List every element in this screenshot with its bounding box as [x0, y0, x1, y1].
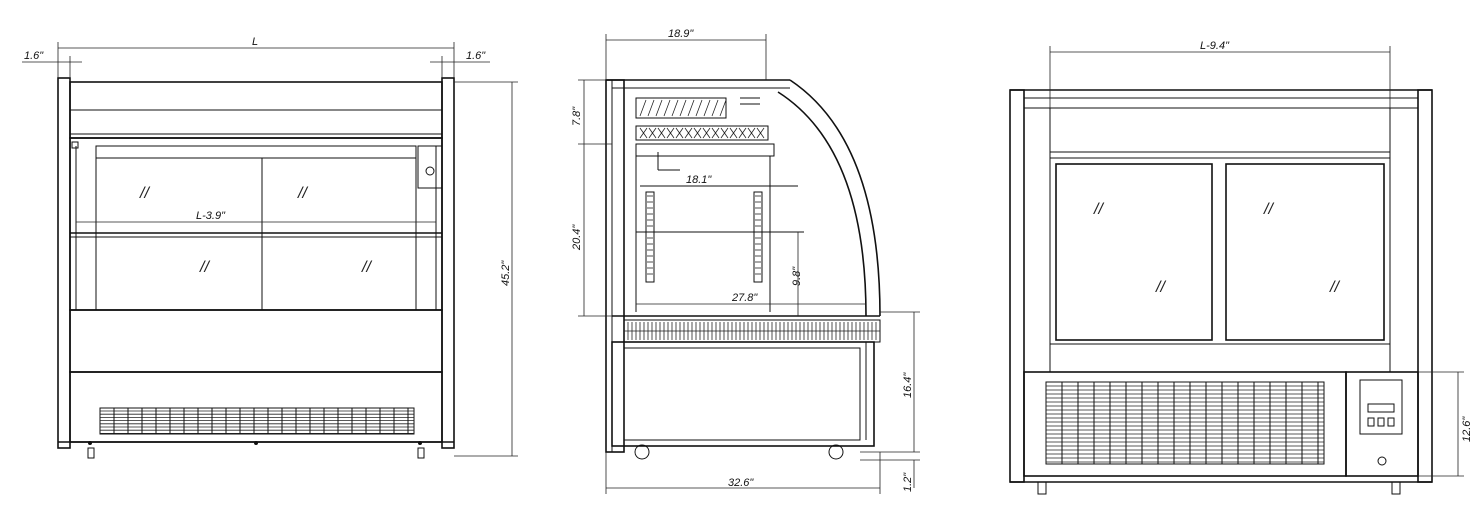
dim-label-display-height: 20.4": [571, 224, 583, 251]
side-caster-left: [634, 444, 650, 460]
rear-glass-right: [1225, 163, 1385, 341]
dim-label-l: L: [252, 36, 258, 48]
front-base: [69, 371, 443, 443]
glare-mark: //: [1263, 201, 1274, 218]
right-post: [441, 77, 455, 449]
dim-label-canopy: 7.8": [571, 106, 583, 126]
rear-foot-right: [1391, 481, 1401, 495]
dim-label-rear-base: 12.6": [1461, 416, 1473, 442]
dim-label-rear-top: L-9.4": [1200, 40, 1230, 52]
rear-button: [1367, 417, 1375, 427]
front-control-box: [417, 145, 443, 189]
rear-right-post: [1417, 89, 1433, 483]
rear-button: [1377, 417, 1385, 427]
dim-label-shelf: L-3.9": [196, 210, 226, 222]
dim-label-total-depth: 32.6": [728, 477, 754, 489]
dim-label-height: 45.2": [500, 260, 512, 286]
rear-controller: [1359, 379, 1403, 435]
front-glass: [95, 145, 417, 311]
glare-mark: //: [199, 259, 210, 276]
front-foot-left: [87, 447, 95, 459]
front-foot-right: [417, 447, 425, 459]
dim-label-base: 16.4": [902, 372, 914, 398]
rear-control-panel: [1345, 371, 1419, 477]
front-control-knob: [425, 166, 435, 176]
rear-foot-left: [1037, 481, 1047, 495]
rear-button: [1387, 417, 1395, 427]
side-canopy-light: [635, 97, 727, 119]
side-bracket-right: [753, 191, 763, 283]
rear-glass-left: [1055, 163, 1213, 341]
side-bracket-left: [645, 191, 655, 283]
glare-mark: //: [361, 259, 372, 276]
glare-mark: //: [139, 185, 150, 202]
glare-mark: //: [1329, 279, 1340, 296]
dim-label-side-right: 1.6": [466, 50, 486, 62]
dim-label-side-left: 1.6": [24, 50, 44, 62]
rear-vent-grille: [1045, 381, 1325, 465]
glare-mark: //: [1155, 279, 1166, 296]
rear-canopy: [1049, 107, 1391, 159]
front-glass-frame: [69, 137, 443, 311]
dim-label-shelf-height: 9.8": [791, 266, 803, 286]
glare-mark: //: [297, 185, 308, 202]
rear-display: [1367, 403, 1395, 413]
dim-label-top-depth: 18.9": [668, 28, 694, 40]
dim-label-deck-depth: 27.8": [731, 292, 758, 304]
front-vent-grille: [99, 407, 415, 435]
side-caster-right: [828, 444, 844, 460]
side-deck-grid: [624, 322, 880, 340]
rear-base: [1023, 371, 1347, 477]
rear-left-post: [1009, 89, 1025, 483]
side-base: [611, 341, 875, 447]
side-hatch-pattern: [639, 99, 765, 275]
side-view: 18.9" 7.8" 20.4" 18.1" 9.8" 27.8" 16.4" …: [571, 28, 920, 494]
rear-power-switch: [1377, 456, 1387, 466]
side-back-column: [605, 79, 625, 453]
dim-label-feet: 1.2": [902, 472, 914, 492]
side-curved-glass: [789, 79, 881, 317]
rear-view: // // // // L-9.4" 12.6": [1009, 40, 1473, 495]
dim-label-shelf-depth: 18.1": [686, 174, 712, 186]
left-post: [57, 77, 71, 449]
front-view: // // // // L 1.6" 1.6" L-3.9" 45.2": [22, 36, 518, 459]
glare-mark: //: [1093, 201, 1104, 218]
